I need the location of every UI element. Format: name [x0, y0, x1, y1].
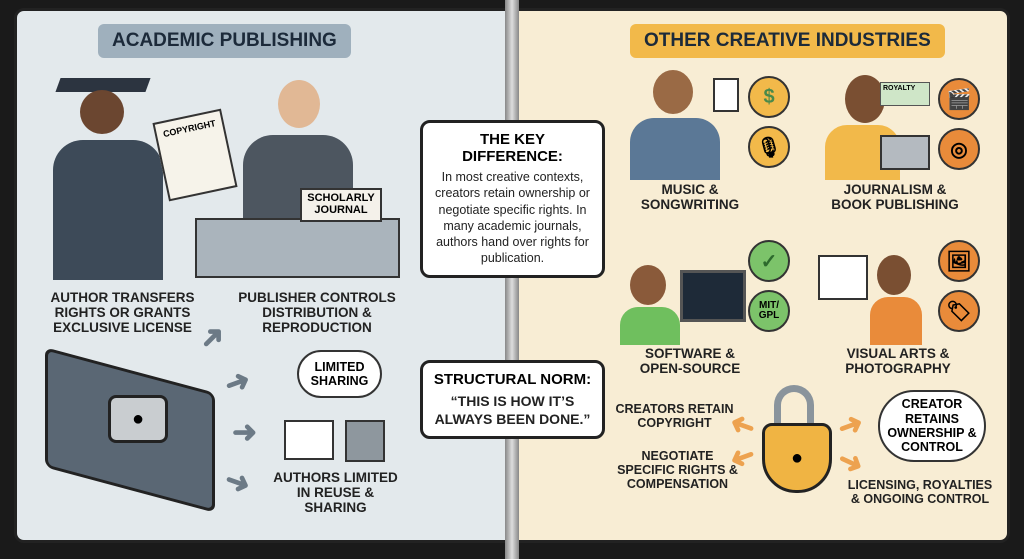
structural-norm-quote: “THIS IS HOW IT’S ALWAYS BEEN DONE.”: [434, 393, 591, 428]
easel-painting: [818, 255, 868, 300]
cloud-ownership-control: CREATOR RETAINS OWNERSHIP & CONTROL: [878, 390, 986, 462]
label-visual-arts: VISUAL ARTS & PHOTOGRAPHY: [845, 346, 951, 377]
label-software: SOFTWARE & OPEN-SOURCE: [639, 346, 741, 377]
dollar-icon: $: [748, 76, 790, 118]
royalty-check: ROYALTY: [880, 82, 930, 106]
journal-sign: SCHOLARLY JOURNAL: [300, 188, 382, 222]
cloud-limited-sharing: LIMITED SHARING: [297, 350, 382, 398]
browser-window-icon: [284, 420, 334, 460]
microphone-icon: 🎙: [748, 126, 790, 168]
label-authors-limited: AUTHORS LIMITED IN REUSE & SHARING: [273, 470, 398, 516]
desk: [195, 218, 400, 278]
book-spine: [505, 0, 519, 559]
mit-gpl-badge: MIT/ GPL: [748, 290, 790, 332]
image-icon: 🖼: [938, 240, 980, 282]
padlock-open-icon: ●: [762, 385, 832, 495]
key-difference-text: In most creative contexts, creators reta…: [435, 170, 590, 266]
label-journalism: JOURNALISM & BOOK PUBLISHING: [831, 182, 959, 213]
graduate-figure: [48, 78, 168, 280]
shield-check-icon: ✓: [748, 240, 790, 282]
label-retain-copyright: CREATORS RETAIN COPYRIGHT: [615, 402, 734, 430]
artist-figure: [865, 255, 925, 345]
padlock-closed-icon: ●: [108, 395, 168, 443]
structural-norm-box: STRUCTURAL NORM: “THIS IS HOW IT’S ALWAY…: [420, 360, 605, 440]
film-reel-icon: ◎: [938, 128, 980, 170]
label-licensing: LICENSING, ROYALTIES & ONGOING CONTROL: [847, 478, 993, 506]
journalist-figure: [820, 75, 930, 180]
academic-header: ACADEMIC PUBLISHING: [98, 24, 351, 58]
label-author-transfers: AUTHOR TRANSFERS RIGHTS OR GRANTS EXCLUS…: [50, 290, 195, 336]
programmer-figure: [620, 265, 750, 345]
label-negotiate: NEGOTIATE SPECIFIC RIGHTS & COMPENSATION: [617, 449, 738, 491]
structural-norm-title: STRUCTURAL NORM:: [433, 371, 592, 388]
key-difference-box: THE KEY DIFFERENCE: In most creative con…: [420, 120, 605, 278]
contract-icon: [713, 78, 739, 112]
creative-header: OTHER CREATIVE INDUSTRIES: [630, 24, 945, 58]
price-tag-icon: 🏷: [938, 290, 980, 332]
musician-figure: [625, 70, 725, 180]
clapperboard-icon: 🎬: [938, 78, 980, 120]
copier-icon: [345, 420, 385, 462]
key-difference-title: THE KEY DIFFERENCE:: [462, 131, 563, 165]
label-music: MUSIC & SONGWRITING: [640, 182, 740, 213]
arrow-icon: ➜: [232, 416, 258, 449]
label-publisher-controls: PUBLISHER CONTROLS DISTRIBUTION & REPROD…: [238, 290, 396, 336]
